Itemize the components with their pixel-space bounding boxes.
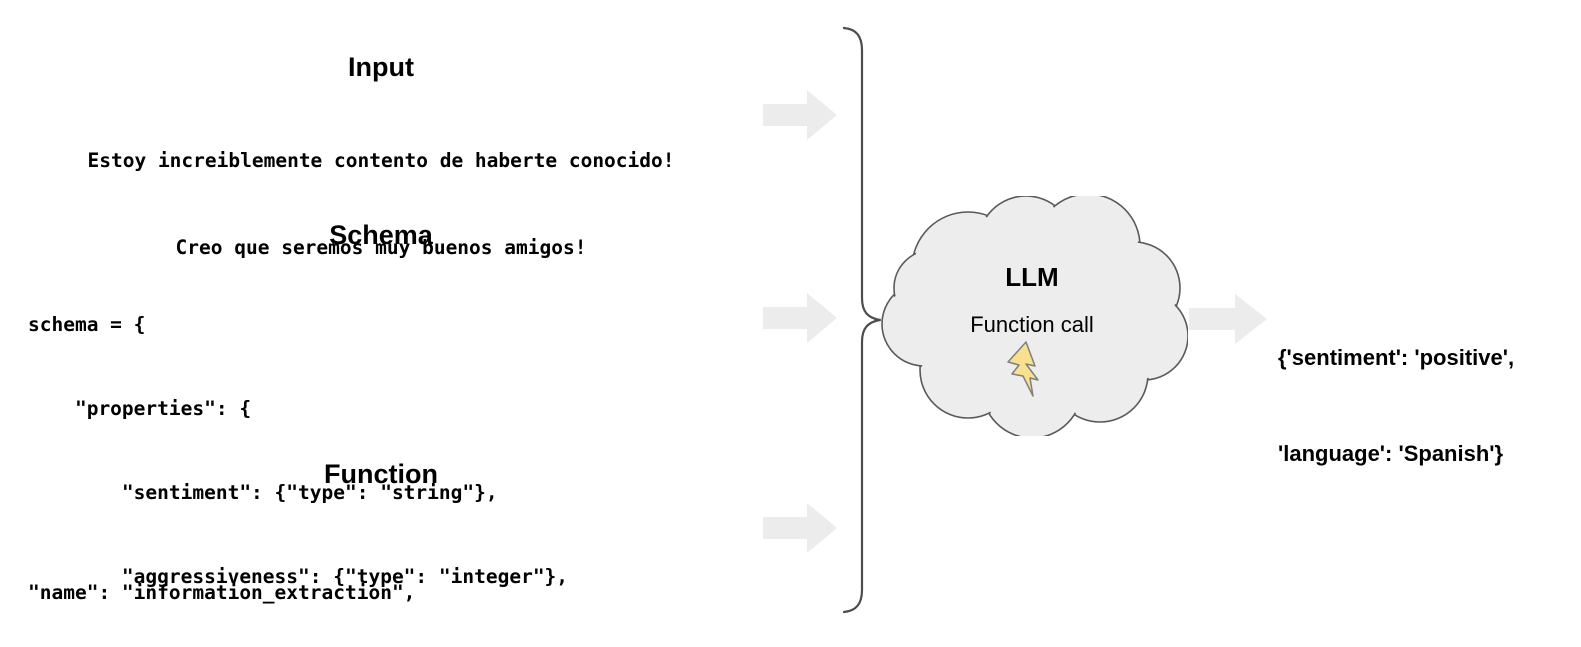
output-arrow-right-icon — [1189, 294, 1267, 344]
function-line-1: "name": "information_extraction", — [28, 581, 416, 604]
llm-cloud-shape — [876, 196, 1188, 436]
schema-line-2: "properties": { — [28, 397, 252, 420]
output-line-1: {'sentiment': 'positive', — [1278, 345, 1515, 370]
schema-line-1: schema = { — [28, 313, 146, 336]
input-section-title: Input — [348, 52, 414, 82]
input-arrow-right-icon — [763, 90, 837, 140]
grouping-curly-brace-icon — [836, 20, 888, 620]
schema-code-block: schema = { "properties": { "sentiment": … — [28, 255, 568, 647]
output-line-2: 'language': 'Spanish'} — [1278, 441, 1504, 466]
lightning-bolt-icon — [1004, 340, 1056, 398]
llm-label: LLM — [1005, 262, 1059, 292]
function-code-block: "name": "information_extraction", "descr… — [28, 494, 685, 647]
function-call-label: Function call — [970, 312, 1094, 337]
input-line-1: Estoy increiblemente contento de haberte… — [87, 149, 675, 172]
schema-arrow-right-icon — [763, 293, 837, 343]
function-section-title: Function — [324, 459, 438, 489]
input-line-2: Creo que seremos muy buenos amigos! — [175, 236, 587, 259]
schema-line-3: "sentiment": {"type": "string"}, — [28, 481, 498, 504]
schema-section-title: Schema — [329, 220, 433, 250]
output-text-block: {'sentiment': 'positive', 'language': 'S… — [1278, 278, 1578, 534]
input-text-block: Estoy increiblemente contento de haberte… — [0, 88, 762, 320]
schema-line-4: "aggressiveness": {"type": "integer"}, — [28, 565, 569, 588]
function-arrow-right-icon — [763, 503, 837, 553]
